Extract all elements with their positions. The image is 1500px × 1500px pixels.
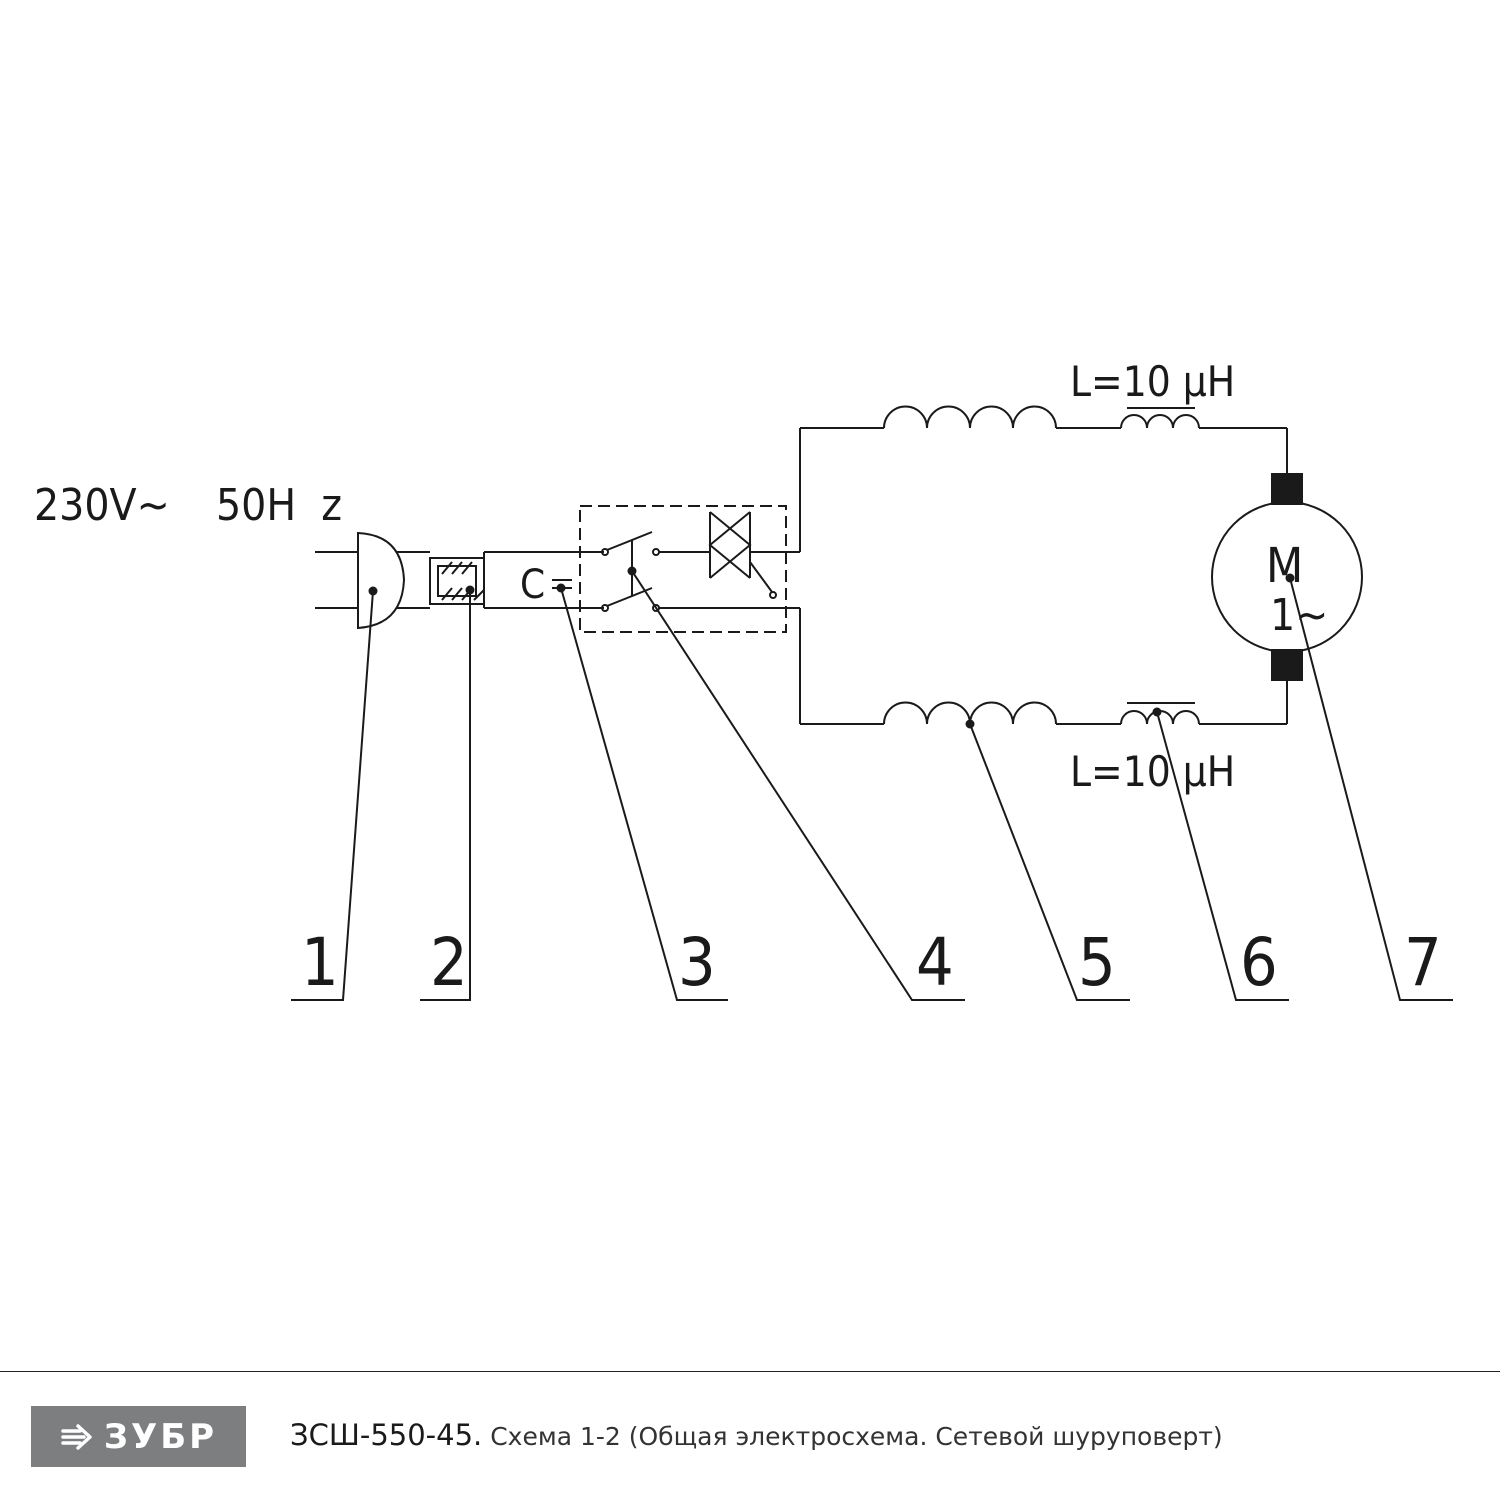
diagram-caption: ЗСШ-550-45. Схема 1-2 (Общая электросхем… (290, 1418, 1223, 1452)
callout-1: 1 (301, 924, 339, 1001)
scheme-description: Схема 1-2 (Общая электросхема. Сетевой ш… (482, 1422, 1223, 1451)
callout-2: 2 (430, 924, 468, 1001)
supply-frequency-label: 50H z (216, 480, 342, 531)
choke-bottom-label: L=10 μH (1070, 747, 1235, 796)
callout-7: 7 (1404, 924, 1442, 1001)
choke-top-label: L=10 μH (1070, 357, 1235, 406)
circuit-diagram: 230V~ 50H z C (34, 357, 1453, 1001)
capacitor-label: C (520, 562, 545, 608)
capacitor: C (484, 551, 580, 609)
callout-5: 5 (1078, 924, 1116, 1001)
motor-brush-bottom (1271, 649, 1303, 681)
model-number: ЗСШ-550-45. (290, 1418, 483, 1452)
footer-divider (0, 1371, 1500, 1372)
choke-top (1120, 407, 1200, 429)
switch-block (579, 505, 800, 633)
arrow-icon (61, 1423, 92, 1450)
callout-3: 3 (678, 924, 716, 1001)
motor-brush-top (1271, 473, 1303, 505)
supply-voltage-label: 230V~ (34, 480, 170, 531)
leader-lines (291, 566, 1453, 1001)
mains-plug (315, 531, 430, 630)
brand-name: ЗУБР (103, 1416, 218, 1457)
callout-4: 4 (916, 924, 954, 1001)
callout-6: 6 (1240, 924, 1278, 1001)
cable-filter (429, 552, 485, 608)
brand-logo: ЗУБР (31, 1406, 246, 1467)
field-coil-top (883, 405, 1057, 429)
motor-letter: M (1266, 538, 1303, 594)
